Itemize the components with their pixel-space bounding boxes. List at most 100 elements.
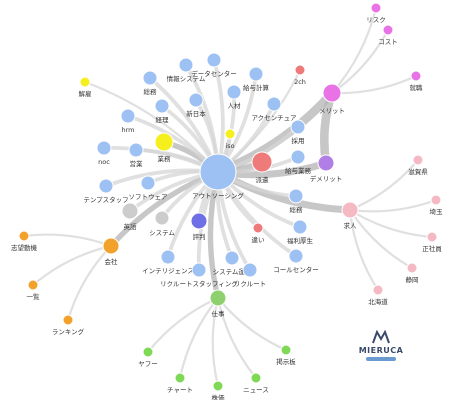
node-datacenter[interactable]: データセンター xyxy=(191,52,237,78)
node-circle-systemunyou[interactable] xyxy=(224,250,240,266)
node-eigo[interactable]: 英語 xyxy=(121,202,139,231)
node-circle-saitama[interactable] xyxy=(430,194,442,206)
node-circle-hyouban[interactable] xyxy=(190,212,208,230)
node-tempstaff[interactable]: テンプスタッフ xyxy=(83,178,129,204)
node-tsuchiya[interactable]: 滋賀県 xyxy=(408,154,428,176)
node-circle-hokkaido[interactable] xyxy=(372,284,384,296)
node-sougyou[interactable]: 総務 xyxy=(288,188,304,214)
node-kaisha[interactable]: 会社 xyxy=(102,237,120,266)
node-circle-iso[interactable] xyxy=(224,128,236,140)
node-software[interactable]: ソフトウェア xyxy=(129,175,169,201)
node-circle-risk[interactable] xyxy=(370,2,382,14)
node-circle-chart[interactable] xyxy=(174,372,186,384)
node-shiboudouki[interactable]: 志望動機 xyxy=(11,230,38,252)
node-circle-demerit[interactable] xyxy=(317,154,335,172)
node-circle-noc[interactable] xyxy=(96,140,112,156)
node-circle-recruitstaffing[interactable] xyxy=(191,262,207,278)
node-circle-kaimei[interactable] xyxy=(79,76,91,88)
node-cost[interactable]: コスト xyxy=(378,24,398,46)
node-callcenter[interactable]: コールセンター xyxy=(273,248,319,274)
node-saitama[interactable]: 埼玉 xyxy=(430,194,444,216)
node-fukuri[interactable]: 福利厚生 xyxy=(287,219,314,245)
node-kyuyokeisan[interactable]: 給与計算 xyxy=(243,66,270,92)
node-shuushoku[interactable]: 就職 xyxy=(410,70,424,92)
node-circle-tsuchiya[interactable] xyxy=(412,154,424,166)
node-circle-ranking[interactable] xyxy=(62,314,74,326)
node-circle-yahoo[interactable] xyxy=(142,346,154,358)
node-noc[interactable]: noc xyxy=(96,140,112,166)
node-ranking[interactable]: ランキング xyxy=(52,314,85,336)
node-systemunyou[interactable]: システム運用 xyxy=(213,250,252,276)
node-eigyou[interactable]: 営業 xyxy=(128,142,144,168)
node-shinnihon[interactable]: 新日本 xyxy=(186,92,206,118)
node-circle-kyuyogyoumu[interactable] xyxy=(290,149,306,165)
node-circle-soumu[interactable] xyxy=(142,70,158,86)
node-circle-ichiran[interactable] xyxy=(27,279,39,291)
node-circle-datacenter[interactable] xyxy=(206,52,222,68)
node-kaimei[interactable]: 解雇 xyxy=(79,76,93,98)
node-jinzai[interactable]: 人材 xyxy=(226,84,242,110)
node-seishain[interactable]: 正社員 xyxy=(422,231,442,253)
node-merit[interactable]: メリット xyxy=(319,83,345,115)
node-circle-recruit[interactable] xyxy=(242,262,258,278)
node-circle-merit[interactable] xyxy=(322,83,342,103)
node-circle-shizuoka[interactable] xyxy=(406,262,418,274)
node-keijiban[interactable]: 掲示板 xyxy=(276,344,296,366)
node-news[interactable]: ニュース xyxy=(243,372,269,394)
node-chart[interactable]: チャート xyxy=(167,372,193,394)
node-circle-shinnihon[interactable] xyxy=(188,92,204,108)
node-circle-callcenter[interactable] xyxy=(288,248,304,264)
node-johosystem[interactable]: 情報システム xyxy=(167,57,206,83)
node-circle-keiri[interactable] xyxy=(154,98,170,114)
node-keiri[interactable]: 経理 xyxy=(154,98,170,124)
node-gyoumu[interactable]: 業務 xyxy=(154,132,174,163)
node-circle-jinzai[interactable] xyxy=(226,84,242,100)
node-circle-fukuri[interactable] xyxy=(292,219,308,235)
node-circle-intelligence[interactable] xyxy=(160,249,176,265)
node-circle-gyoumu[interactable] xyxy=(154,132,174,152)
node-recruitstaffing[interactable]: リクルートスタッフィング xyxy=(160,262,238,288)
node-circle-accenture[interactable] xyxy=(266,96,282,112)
node-circle-eigyou[interactable] xyxy=(128,142,144,158)
node-shizuoka[interactable]: 静岡 xyxy=(406,262,419,284)
node-circle-tempstaff[interactable] xyxy=(98,178,114,194)
node-intelligence[interactable]: インテリジェンス xyxy=(142,249,194,275)
node-circle-2ch[interactable] xyxy=(294,64,306,76)
node-circle-software[interactable] xyxy=(140,175,156,191)
node-circle-outsourcing[interactable] xyxy=(199,153,237,191)
node-hrm[interactable]: hrm xyxy=(120,108,136,134)
node-hyouban[interactable]: 評判 xyxy=(190,212,208,241)
node-circle-kabuka[interactable] xyxy=(212,380,224,392)
node-circle-news[interactable] xyxy=(250,372,262,384)
node-circle-shuushoku[interactable] xyxy=(410,70,422,82)
node-kyuyogyoumu[interactable]: 給与業務 xyxy=(285,149,312,175)
node-recruit[interactable]: リクルート xyxy=(234,262,266,288)
node-circle-eigo[interactable] xyxy=(121,202,139,220)
node-yahoo[interactable]: ヤフー xyxy=(138,346,158,368)
node-hokkaido[interactable]: 北海道 xyxy=(368,284,388,306)
node-circle-sougyou[interactable] xyxy=(288,188,304,204)
node-shigoto[interactable]: 仕事 xyxy=(209,289,227,318)
node-circle-seishain[interactable] xyxy=(426,231,438,243)
node-ichiran[interactable]: 一覧 xyxy=(27,279,41,301)
node-circle-system[interactable] xyxy=(154,210,170,226)
node-circle-cost[interactable] xyxy=(382,24,394,36)
node-demerit[interactable]: デメリット xyxy=(310,154,343,183)
node-circle-jin[interactable] xyxy=(290,119,306,135)
node-omochi[interactable]: 違い xyxy=(252,222,265,244)
node-circle-haken[interactable] xyxy=(251,151,273,173)
node-kabuka[interactable]: 株価 xyxy=(212,380,226,400)
node-soumu[interactable]: 総務 xyxy=(142,70,158,96)
node-iso[interactable]: iso xyxy=(224,128,236,150)
node-accenture[interactable]: アクセンチュア xyxy=(251,96,297,122)
node-kyujin[interactable]: 求人 xyxy=(341,201,359,230)
node-circle-kyuyokeisan[interactable] xyxy=(248,66,264,82)
node-risk[interactable]: リスク xyxy=(366,2,386,24)
node-circle-hrm[interactable] xyxy=(120,108,136,124)
node-circle-kyujin[interactable] xyxy=(341,201,359,219)
node-system[interactable]: システム xyxy=(149,210,175,237)
node-circle-shigoto[interactable] xyxy=(209,289,227,307)
node-circle-johosystem[interactable] xyxy=(178,57,194,73)
node-haken[interactable]: 派遣 xyxy=(251,151,273,184)
node-circle-kaisha[interactable] xyxy=(102,237,120,255)
